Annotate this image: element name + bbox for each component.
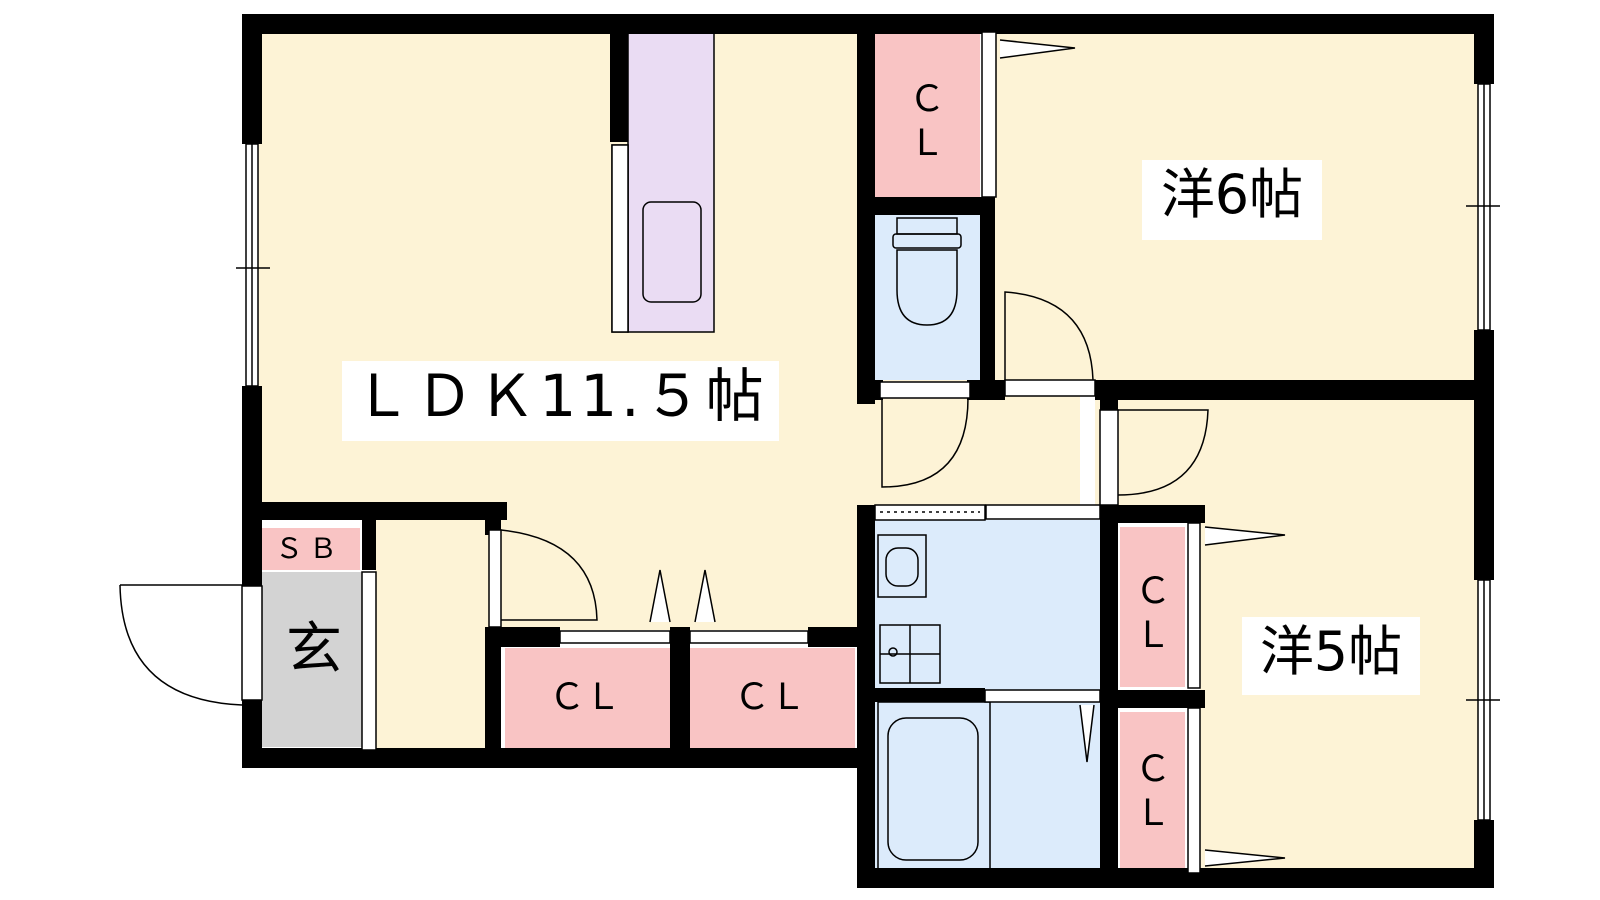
walls bbox=[242, 14, 1494, 888]
ldk-lower-floor bbox=[485, 510, 865, 630]
closet-right-1 bbox=[1120, 527, 1185, 687]
closet-bottom-2 bbox=[690, 648, 855, 748]
hall-floor bbox=[865, 380, 1080, 510]
closet-label-right1-l: Ｌ bbox=[1134, 615, 1171, 656]
closet-label-right2-l: Ｌ bbox=[1134, 793, 1171, 834]
closet-sb bbox=[262, 528, 360, 570]
washroom-fixtures bbox=[877, 534, 941, 684]
room-label-western-5: 洋5帖 bbox=[1242, 617, 1420, 695]
doors bbox=[119, 39, 1286, 867]
bathroom-floor bbox=[875, 700, 1100, 875]
toilet-fixture bbox=[892, 217, 962, 326]
closet-right-2 bbox=[1120, 712, 1185, 872]
toilet-floor bbox=[875, 215, 980, 380]
closet-top bbox=[875, 32, 980, 197]
closet-label-right2-c: Ｃ bbox=[1134, 749, 1171, 790]
corridor-floor bbox=[375, 510, 485, 750]
closet-label-right1-c: Ｃ bbox=[1134, 571, 1171, 612]
room-label-entrance: 玄 bbox=[286, 617, 342, 682]
closets bbox=[262, 32, 1185, 872]
sink bbox=[642, 201, 702, 303]
washroom-floor bbox=[875, 520, 1100, 690]
closet-bottom-1 bbox=[505, 648, 670, 748]
closet-label-bottom-1: ＣＬ bbox=[548, 677, 621, 718]
windows bbox=[236, 31, 1500, 874]
room-label-western-6: 洋6帖 bbox=[1142, 160, 1322, 240]
closet-label-top-l: Ｌ bbox=[908, 123, 945, 164]
closet-label-bottom-2: ＣＬ bbox=[733, 677, 806, 718]
room-label-shoe-box: ＳＢ bbox=[274, 532, 343, 565]
closet-label-top-c: Ｃ bbox=[908, 79, 945, 120]
entrance-floor bbox=[262, 572, 362, 747]
room-label-ldk: ＬＤＫ11.５帖 bbox=[342, 361, 779, 441]
wet-areas bbox=[875, 215, 1100, 875]
